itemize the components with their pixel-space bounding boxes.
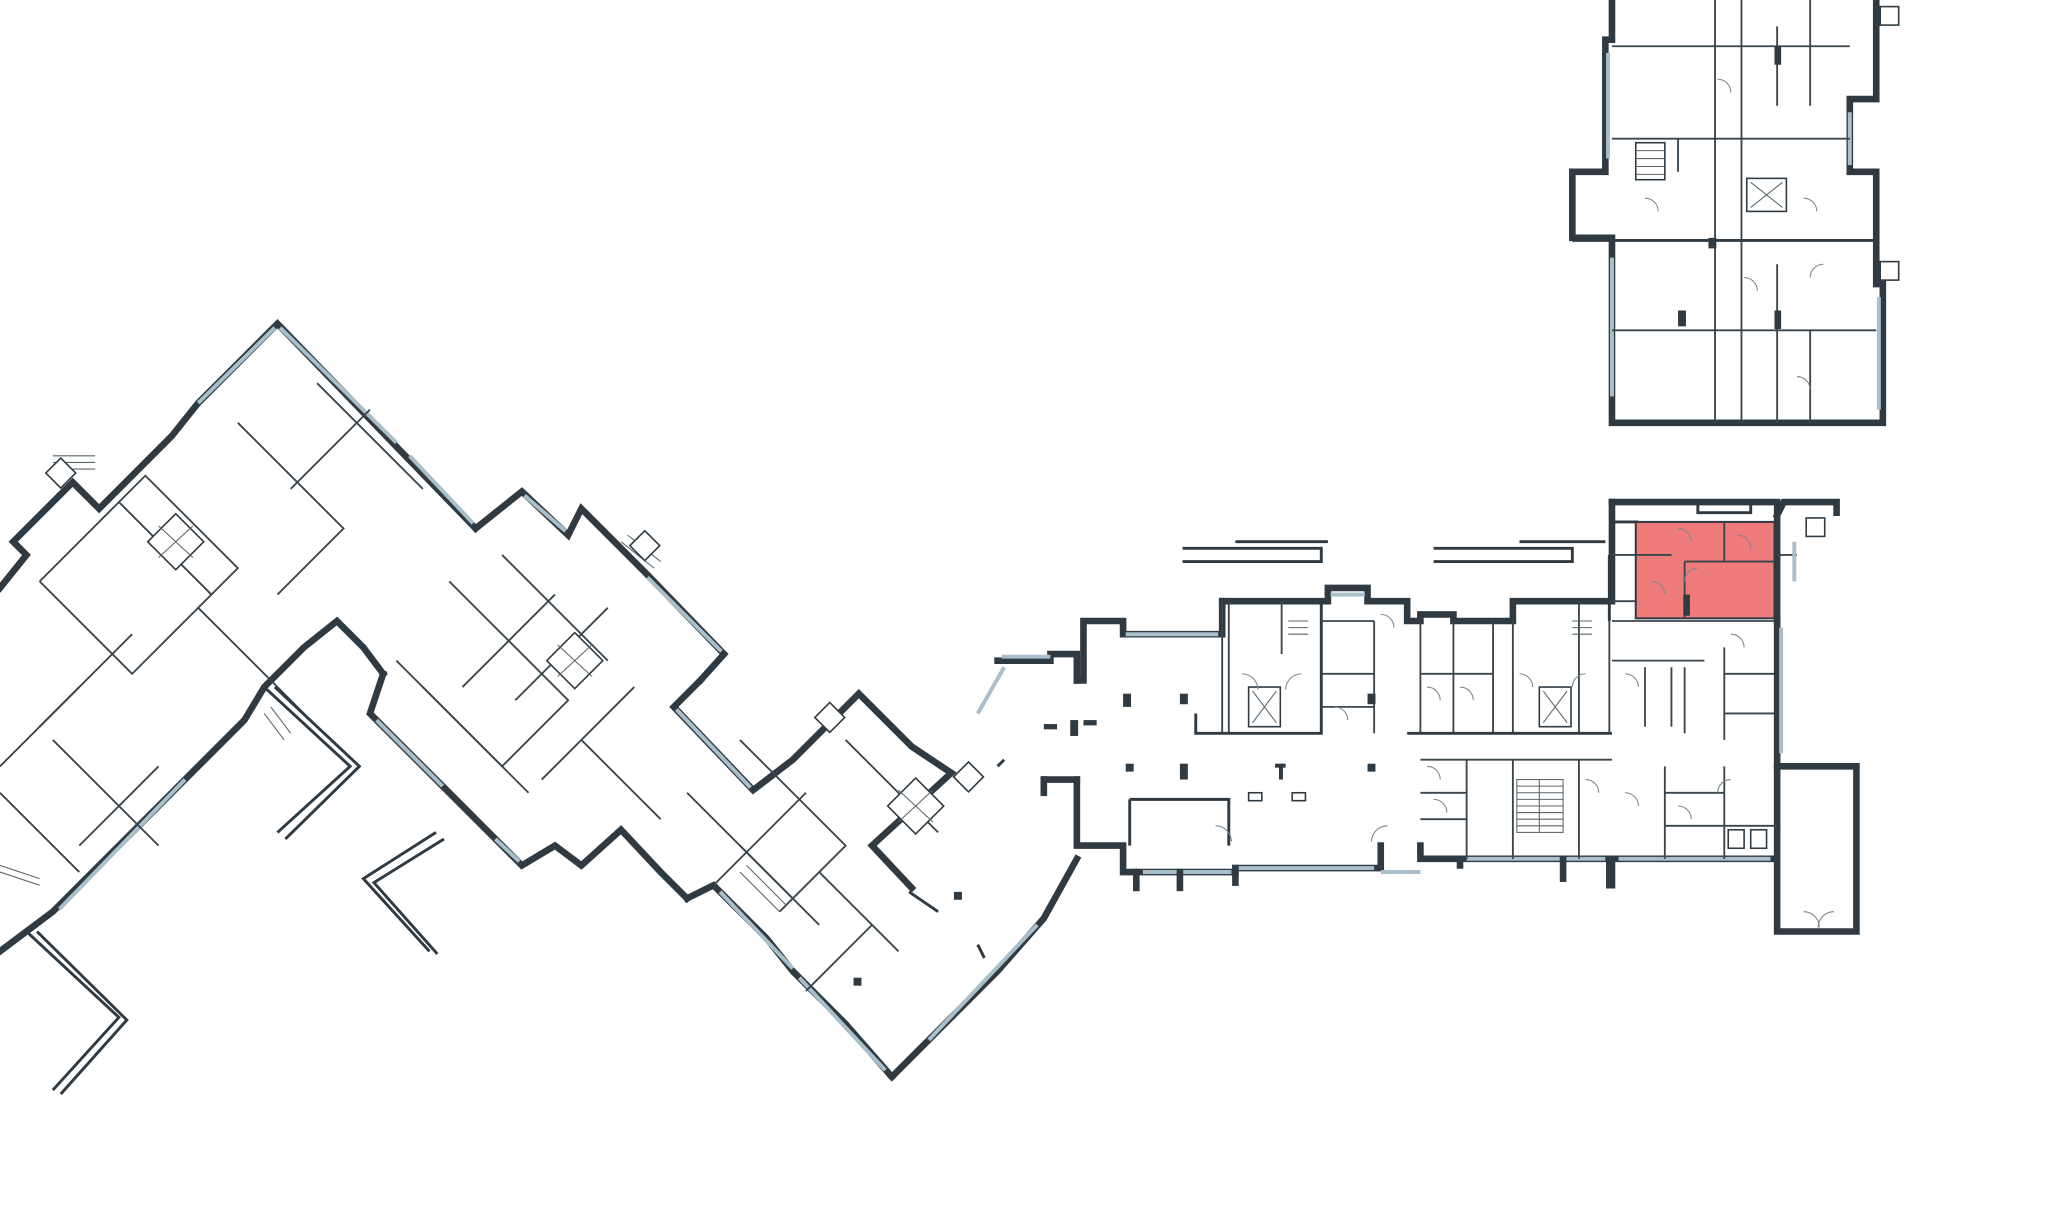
- block-east: [976, 498, 1860, 935]
- wing-west: [0, 319, 1082, 1095]
- highlighted-apartment[interactable]: [1634, 520, 1776, 620]
- tower-north: [1569, 0, 1900, 427]
